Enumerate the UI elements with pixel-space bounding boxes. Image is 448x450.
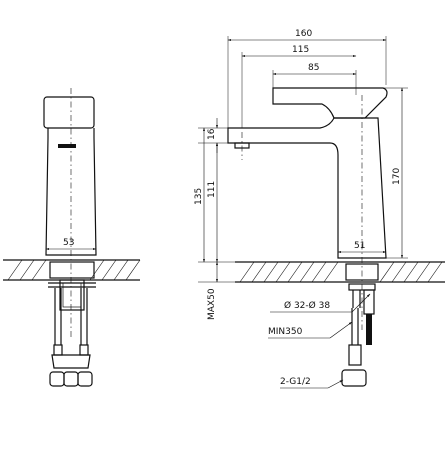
dim-115: 115 <box>241 45 357 58</box>
dim-min350: MIN350 <box>268 321 353 339</box>
front-countertop <box>3 259 141 281</box>
dim-160-label: 160 <box>295 29 312 39</box>
dim-111-label: 111 <box>207 181 217 198</box>
side-mounting <box>341 263 379 387</box>
dim-160: 160 <box>227 29 387 42</box>
dim-hole-label: Ø 32-Ø 38 <box>284 300 330 311</box>
dim-max50-label: MAX50 <box>207 288 217 320</box>
front-view: 53 <box>3 88 141 387</box>
front-handle <box>43 96 95 129</box>
dim-115-label: 115 <box>292 45 309 55</box>
dim-135: 135 <box>194 127 206 263</box>
dim-thread-label: 2-G1/2 <box>280 377 311 387</box>
dim-170-label: 170 <box>392 168 402 185</box>
front-mounting <box>48 261 96 311</box>
front-hoses <box>49 288 93 387</box>
dim-53: 53 <box>45 238 97 251</box>
dim-135-label: 135 <box>194 188 204 205</box>
dim-53-label: 53 <box>63 238 74 248</box>
dim-16: 16 <box>207 118 219 153</box>
side-lever <box>272 87 388 119</box>
dim-170: 170 <box>392 87 404 259</box>
dim-51-label: 51 <box>354 241 365 251</box>
dim-thread: 2-G1/2 <box>280 377 344 389</box>
dim-51: 51 <box>337 241 387 254</box>
side-countertop <box>235 261 445 283</box>
dim-85: 85 <box>272 63 357 76</box>
side-view: 160 115 85 16 135 <box>194 29 445 389</box>
dim-max50: MAX50 <box>207 261 219 320</box>
dim-16-label: 16 <box>207 128 217 140</box>
dim-hole: Ø 32-Ø 38 <box>270 293 371 313</box>
dim-111: 111 <box>207 142 219 263</box>
dim-85-label: 85 <box>308 63 319 73</box>
front-aerator <box>58 144 76 148</box>
dim-min350-label: MIN350 <box>268 327 303 337</box>
